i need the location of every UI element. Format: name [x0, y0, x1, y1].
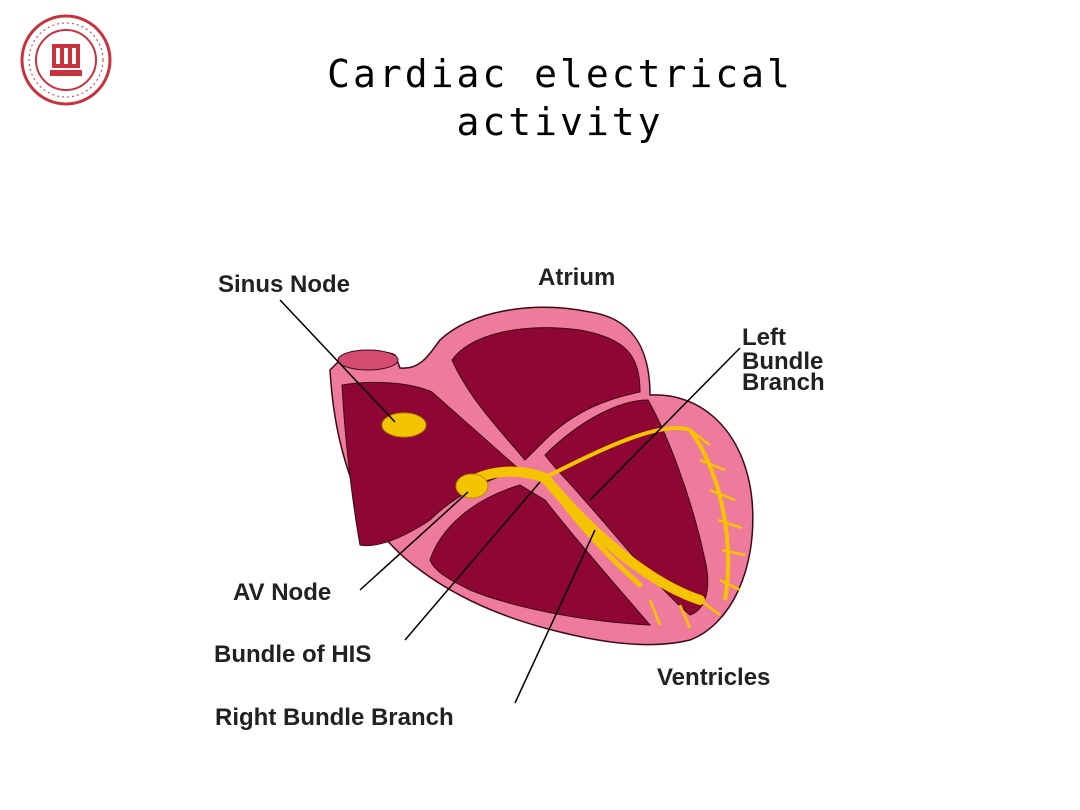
right-bundle-branch-path [542, 475, 643, 588]
left-ventricle-chamber [544, 399, 709, 616]
sinus-node [381, 412, 427, 438]
right-ventricle-chamber [429, 484, 652, 626]
label-av-node: AV Node [233, 579, 331, 606]
purkinje-fibers [648, 429, 746, 629]
label-bundle-of-his: Bundle of HIS [214, 641, 371, 668]
leader-bundle-of-his [404, 481, 541, 641]
title-line-1: Cardiac electrical [327, 52, 793, 96]
slide-title: Cardiac electrical activity [260, 50, 860, 146]
leader-av-node [359, 491, 469, 591]
label-left-bundle-line1: Left [742, 324, 786, 351]
label-right-bundle-branch: Right Bundle Branch [215, 704, 454, 731]
label-ventricles: Ventricles [657, 664, 770, 691]
left-atrium-chamber [451, 327, 641, 461]
label-atrium: Atrium [538, 264, 615, 291]
av-node [455, 473, 489, 499]
label-sinus-node: Sinus Node [218, 271, 350, 298]
label-left-bundle-line2: Bundle [742, 348, 823, 375]
title-line-2: activity [456, 100, 664, 144]
leader-sinus-node [279, 299, 396, 423]
label-left-bundle-line3: Branch [742, 369, 825, 396]
leader-left-bundle [589, 347, 741, 501]
vessel-opening [337, 349, 399, 371]
leader-right-bundle [514, 529, 596, 704]
university-seal-icon [20, 14, 112, 106]
